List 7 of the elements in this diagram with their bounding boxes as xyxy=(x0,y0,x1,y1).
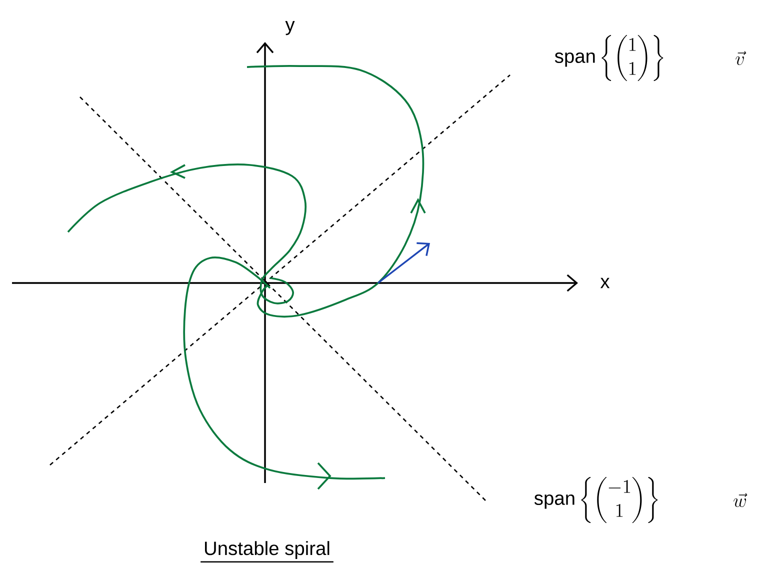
span-label: $\mathrm{span}\left\{\begin{pmatrix}-1\\1\end{pmatrix}\right\}$ xyxy=(534,476,658,524)
axis-label: y xyxy=(285,20,295,36)
vector-label: $\vec{w}$ xyxy=(734,493,748,508)
span-label: $\mathrm{span}\left\{\begin{pmatrix}1\\1\end{pmatrix}\right\}$ xyxy=(554,34,664,82)
vector-label: $\vec{v}$ xyxy=(736,51,746,66)
caption: Unstable spiral xyxy=(200,541,334,563)
axis-label: x xyxy=(600,278,610,288)
